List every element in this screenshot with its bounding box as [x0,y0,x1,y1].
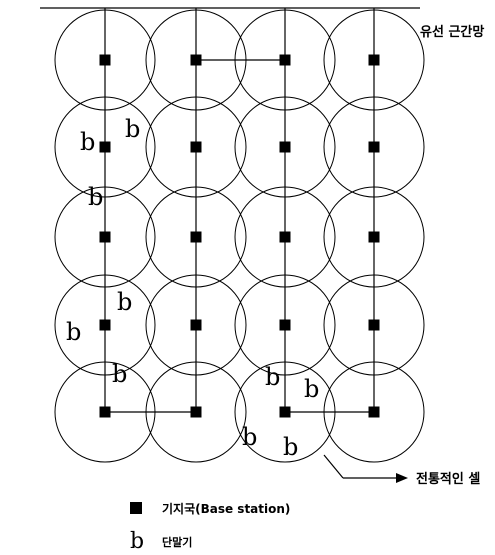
base-station-marker [99,54,111,66]
base-station-marker [368,141,380,153]
base-stations [99,54,380,418]
legend: 기지국(Base station) b 단말기 [130,501,290,554]
base-station-marker [99,141,111,153]
base-station-marker [368,319,380,331]
base-station-marker [190,406,202,418]
pointer-arrowhead [396,473,408,483]
base-station-marker [190,231,202,243]
base-station-marker [190,141,202,153]
conventional-cell-label: 전통적인 셀 [416,471,480,487]
wired-links [104,8,375,413]
base-station-marker [190,54,202,66]
base-station-marker [99,319,111,331]
terminal-glyph: b [242,423,257,451]
terminal-glyph: b [112,360,127,388]
base-station-marker [279,141,291,153]
conventional-cell-pointer [323,454,408,483]
base-station-marker [368,54,380,66]
legend-terminal-icon: b [130,529,144,554]
terminal-glyph: b [117,288,132,316]
backbone-label: 유선 근간망 [420,24,484,40]
terminal-glyph: b [304,375,319,403]
terminal-glyph: b [265,363,280,391]
terminal-glyph: b [80,128,95,156]
base-station-marker [99,231,111,243]
terminal-glyph: b [283,433,298,461]
base-station-marker [99,406,111,418]
base-station-marker [279,231,291,243]
base-station-marker [279,406,291,418]
base-station-marker [279,54,291,66]
terminal-glyph: b [66,318,81,346]
terminal-glyph: b [125,115,140,143]
legend-terminal-label: 단말기 [162,535,192,549]
base-station-marker [368,406,380,418]
base-station-marker [190,319,202,331]
terminal-glyph: b [88,183,103,211]
legend-base-station-label: 기지국(Base station) [162,501,290,516]
pointer-line-diag [323,454,344,479]
base-station-marker [368,231,380,243]
legend-base-station-icon [130,502,142,514]
base-station-marker [279,319,291,331]
